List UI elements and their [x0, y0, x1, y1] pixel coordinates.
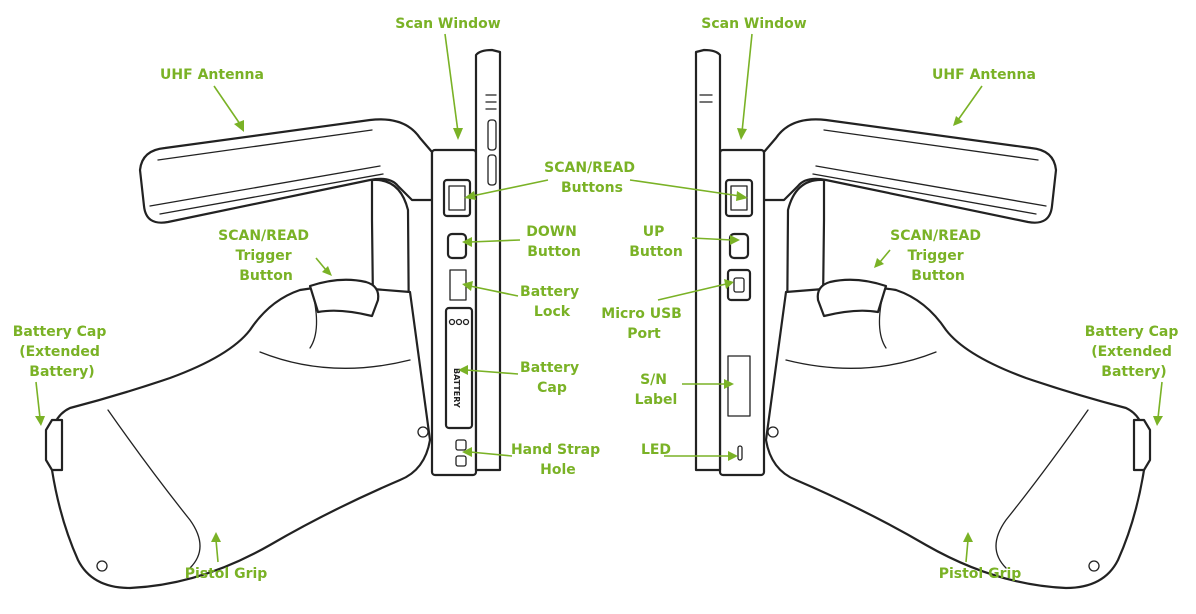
label-hand-strap: Hand Strap Hole	[511, 442, 605, 478]
label-led: LED	[641, 442, 671, 458]
label-pistol-grip-right: Pistol Grip	[939, 566, 1022, 582]
micro-usb-port-shape	[726, 268, 752, 302]
label-uhf-antenna-left: UHF Antenna	[160, 67, 264, 83]
sn-label-shape	[727, 355, 751, 417]
label-scan-window-right: Scan Window	[701, 16, 807, 32]
label-battery-lock: Battery Lock	[520, 284, 584, 320]
label-pistol-grip-left: Pistol Grip	[185, 566, 268, 582]
right-uhf-antenna	[762, 118, 1058, 224]
label-scan-window-left: Scan Window	[395, 16, 501, 32]
right-device-drawing	[694, 48, 1152, 590]
callout-arrows	[35, 33, 1163, 563]
right-trigger-button	[816, 278, 888, 318]
battery-text: BATTERY	[452, 368, 461, 408]
label-trigger-right: SCAN/READ Trigger Button	[890, 228, 986, 284]
left-device-drawing: BATTERY	[44, 48, 502, 590]
label-micro-usb: Micro USB Port	[601, 306, 686, 342]
label-trigger-left: SCAN/READ Trigger Button	[218, 228, 314, 284]
left-trigger-button	[308, 278, 380, 318]
led-shape	[737, 445, 743, 461]
label-battery-cap-ext-left: Battery Cap (Extended Battery)	[13, 324, 112, 380]
label-uhf-antenna-right: UHF Antenna	[932, 67, 1036, 83]
left-pistol-grip	[49, 285, 432, 590]
label-battery-cap-ext-right: Battery Cap (Extended Battery)	[1085, 324, 1184, 380]
label-sn: S/N Label	[635, 372, 678, 408]
battery-cap-shape	[444, 306, 474, 430]
label-scan-read-buttons: SCAN/READ Buttons	[544, 160, 640, 196]
right-pistol-grip	[764, 285, 1147, 590]
label-battery-cap: Battery Cap	[520, 360, 584, 396]
left-uhf-antenna	[138, 118, 434, 224]
label-down-button: DOWN Button	[526, 224, 582, 260]
down-button-shape	[446, 232, 468, 260]
hand-strap-hole-shape	[455, 439, 467, 451]
callout-labels: Scan Window Scan Window UHF Antenna UHF …	[13, 16, 1184, 582]
label-up-button: UP Button	[629, 224, 683, 260]
